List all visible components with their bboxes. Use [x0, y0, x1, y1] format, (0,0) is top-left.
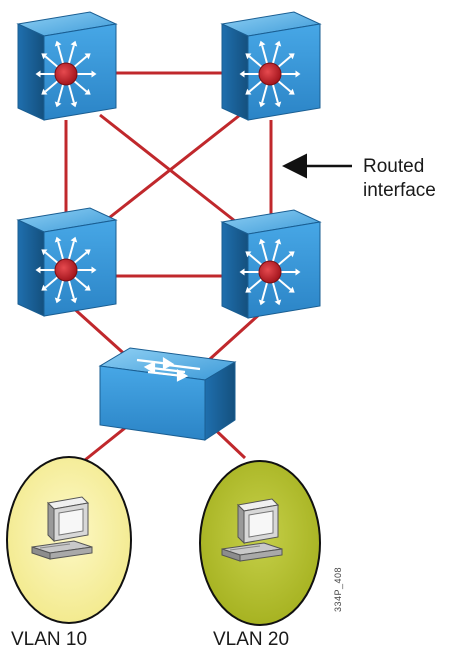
- vlan20-ellipse: [199, 460, 321, 626]
- links: [64, 71, 273, 462]
- figure-code: 334P_408: [333, 566, 343, 612]
- mls-top-right-icon: [220, 11, 322, 121]
- mls-bottom-right-icon: [220, 209, 322, 319]
- routed-interface-line2: interface: [363, 180, 436, 201]
- mls-top-left-icon: [16, 11, 118, 121]
- vlan20-label: VLAN 20: [213, 629, 290, 650]
- routed-interface-line1: Routed: [363, 156, 425, 177]
- multilayer-switches: [16, 11, 322, 319]
- mls-bottom-left-icon: [16, 207, 118, 317]
- routed-interface-label: Routed interface: [363, 155, 436, 203]
- vlan20-computer-icon: [221, 498, 283, 562]
- vlan10-label: VLAN 10: [11, 629, 88, 650]
- link-cross-2: [99, 113, 241, 227]
- vlan10-computer-icon: [31, 496, 93, 560]
- access-switch-icon: [98, 347, 237, 441]
- vlan10-ellipse: [6, 456, 132, 624]
- vlan20-group: [199, 460, 321, 626]
- vlan10-group: [6, 456, 132, 624]
